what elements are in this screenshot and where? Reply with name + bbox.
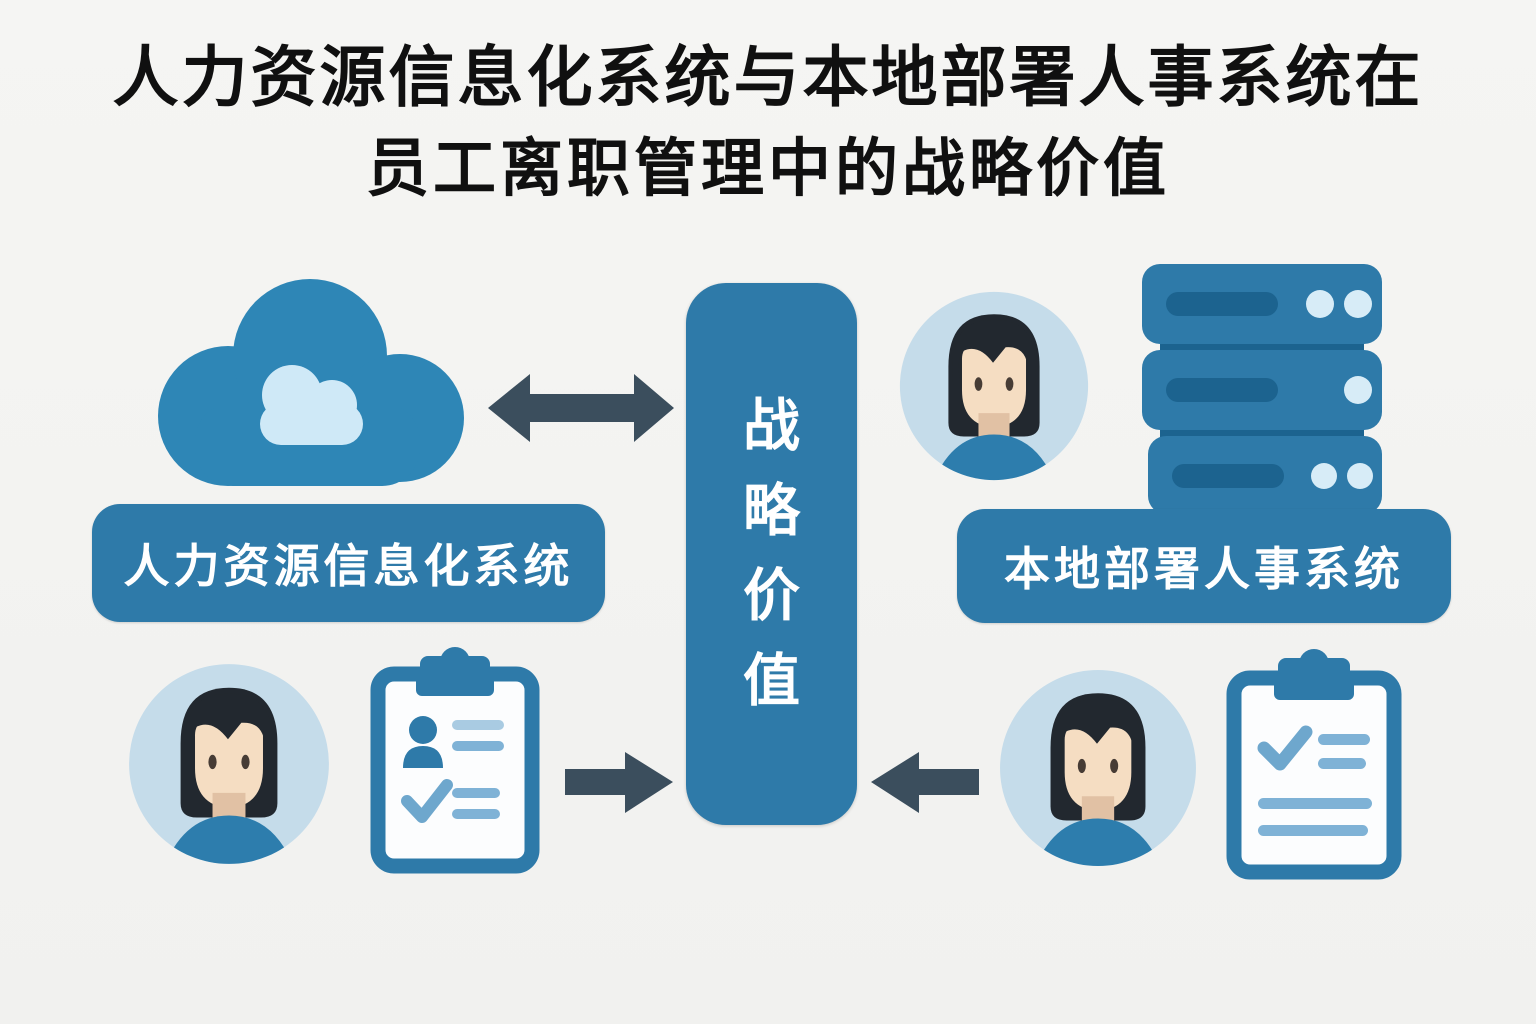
strategic-value-pillar: 战 略 价 值 xyxy=(686,283,857,825)
server-stack-icon xyxy=(1138,262,1386,514)
cloud-icon xyxy=(140,253,475,496)
woman-avatar-icon xyxy=(897,289,1091,483)
pillar-char-2: 略 xyxy=(743,479,800,543)
page-title: 人力资源信息化系统与本地部署人事系统在 员工离职管理中的战略价值 xyxy=(0,44,1536,201)
clipboard-checklist-icon xyxy=(1226,648,1402,880)
title-line-1: 人力资源信息化系统与本地部署人事系统在 xyxy=(112,40,1424,114)
double-arrow-icon xyxy=(486,366,676,450)
woman-avatar-icon xyxy=(997,666,1199,870)
pillar-char-3: 价 xyxy=(743,564,800,628)
clipboard-user-checklist-icon xyxy=(370,646,540,874)
arrow-right-icon xyxy=(563,751,675,814)
pillar-char-1: 战 xyxy=(743,394,800,458)
hris-label: 人力资源信息化系统 xyxy=(123,540,574,592)
hris-label-box: 人力资源信息化系统 xyxy=(92,504,605,622)
title-line-2: 员工离职管理中的战略价值 xyxy=(366,134,1170,204)
local-system-label-box: 本地部署人事系统 xyxy=(957,509,1451,623)
woman-avatar-icon xyxy=(126,660,332,868)
pillar-char-4: 值 xyxy=(743,649,800,713)
arrow-left-icon xyxy=(869,751,981,814)
local-system-label: 本地部署人事系统 xyxy=(1004,543,1404,595)
